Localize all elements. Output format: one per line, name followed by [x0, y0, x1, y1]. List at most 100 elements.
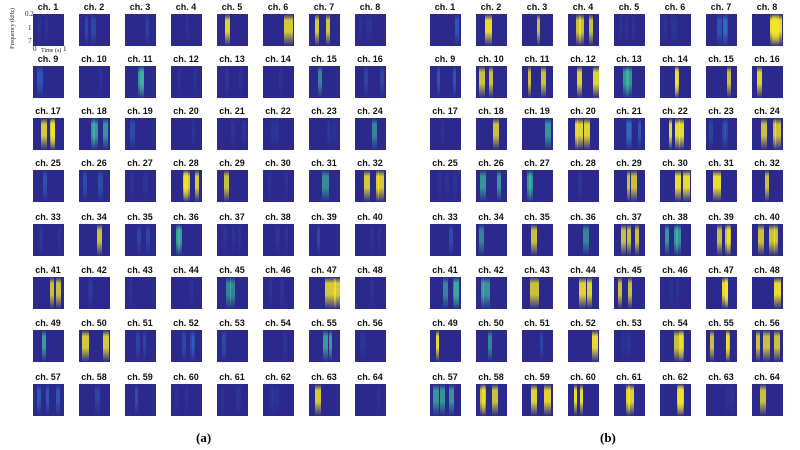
channel-cell: ch. 39	[304, 212, 344, 262]
channel-label: ch. 16	[754, 54, 780, 64]
channel-cell: ch. 29	[212, 158, 252, 208]
channel-label: ch. 38	[265, 212, 291, 222]
spectrogram-band	[758, 224, 765, 256]
spectrogram-tile	[33, 224, 64, 256]
spectrogram-band	[142, 330, 146, 362]
channel-label: ch. 35	[524, 212, 550, 222]
spectrogram-band	[129, 170, 134, 202]
spectrogram-band	[637, 118, 642, 150]
spectrogram-tile	[430, 14, 461, 46]
spectrogram-band	[369, 14, 373, 46]
spectrogram-band	[362, 330, 366, 362]
spectrogram-band	[675, 170, 681, 202]
channel-cell: ch. 1	[28, 2, 68, 52]
channel-label: ch. 5	[618, 2, 640, 12]
spectrogram-band	[584, 118, 590, 150]
spectrogram-tile	[660, 224, 691, 256]
channel-cell: ch. 57	[425, 372, 465, 422]
channel-label: ch. 30	[662, 158, 688, 168]
spectrogram-band	[327, 118, 331, 150]
channel-label: ch. 43	[127, 265, 153, 275]
spectrogram-band	[445, 170, 450, 202]
spectrogram-band	[327, 118, 331, 150]
channel-cell: ch. 63	[701, 372, 741, 422]
spectrogram-band	[773, 277, 782, 309]
channel-cell: ch. 37	[212, 212, 252, 262]
spectrogram-band	[225, 66, 229, 98]
spectrogram-tile	[309, 66, 340, 98]
channel-cell: ch. 24	[747, 106, 787, 156]
channel-cell: ch. 16	[747, 54, 787, 104]
channel-cell: ch. 42	[471, 265, 511, 315]
channel-cell: ch. 20	[166, 106, 206, 156]
spectrogram-tile	[79, 170, 110, 202]
channel-cell: ch. 58	[74, 372, 114, 422]
spectrogram-tile	[79, 330, 110, 362]
spectrogram-band	[579, 170, 583, 202]
channel-cell: ch. 60	[563, 372, 603, 422]
spectrogram-band	[97, 224, 103, 256]
channel-cell: ch. 35	[120, 212, 160, 262]
spectrogram-band	[529, 277, 535, 309]
spectrogram-tile	[33, 118, 64, 150]
channel-label: ch. 56	[754, 318, 780, 328]
spectrogram-band	[229, 277, 235, 309]
channel-cell: ch. 46	[258, 265, 298, 315]
spectrogram-band	[191, 118, 195, 150]
spectrogram-tile	[752, 66, 783, 98]
channel-label: ch. 38	[662, 212, 688, 222]
channel-cell: ch. 44	[166, 265, 206, 315]
channel-cell: ch. 56	[350, 318, 390, 368]
spectrogram-tile	[125, 170, 156, 202]
channel-label: ch. 16	[357, 54, 383, 64]
channel-label: ch. 3	[526, 2, 548, 12]
channel-cell: ch. 5	[609, 2, 649, 52]
spectrogram-band	[326, 14, 331, 46]
spectrogram-tile	[355, 170, 386, 202]
spectrogram-band	[135, 384, 139, 416]
spectrogram-tile	[614, 330, 645, 362]
spectrogram-band	[139, 66, 144, 98]
channel-cell: ch. 52	[166, 318, 206, 368]
spectrogram-tile	[171, 277, 202, 309]
spectrogram-band	[190, 277, 194, 309]
spectrogram-band	[497, 170, 501, 202]
spectrogram-band	[677, 384, 685, 416]
channel-cell: ch. 47	[304, 265, 344, 315]
spectrogram-tile	[309, 118, 340, 150]
channel-cell: ch. 51	[120, 318, 160, 368]
channel-label: ch. 9	[434, 54, 456, 64]
spectrogram-band	[575, 118, 579, 150]
channel-cell: ch. 49	[425, 318, 465, 368]
channel-cell: ch. 40	[350, 212, 390, 262]
channel-cell: ch. 64	[350, 372, 390, 422]
channel-cell: ch. 57	[28, 372, 68, 422]
channel-cell: ch. 33	[28, 212, 68, 262]
spectrogram-tile	[430, 224, 461, 256]
channel-cell: ch. 13	[609, 54, 649, 104]
spectrogram-tile	[217, 118, 248, 150]
spectrogram-tile	[125, 384, 156, 416]
spectrogram-tile	[263, 224, 294, 256]
spectrogram-tile	[706, 330, 737, 362]
spectrogram-tile	[263, 170, 294, 202]
channel-label: ch. 20	[570, 106, 596, 116]
channel-label: ch. 15	[311, 54, 337, 64]
channel-label: ch. 37	[219, 212, 245, 222]
spectrogram-tile	[263, 66, 294, 98]
spectrogram-band	[540, 66, 546, 98]
spectrogram-band	[332, 118, 336, 150]
channel-label: ch. 28	[570, 158, 596, 168]
spectrogram-band	[679, 118, 685, 150]
spectrogram-band	[531, 224, 538, 256]
channel-cell: ch. 39	[701, 212, 741, 262]
x-tick: 1	[63, 45, 67, 53]
channel-cell: ch. 45	[212, 265, 252, 315]
channel-cell: ch. 41	[425, 265, 465, 315]
y-tick: 7	[28, 37, 32, 45]
spectrogram-band	[45, 384, 50, 416]
spectrogram-band	[276, 118, 280, 150]
spectrogram-tile	[522, 330, 553, 362]
